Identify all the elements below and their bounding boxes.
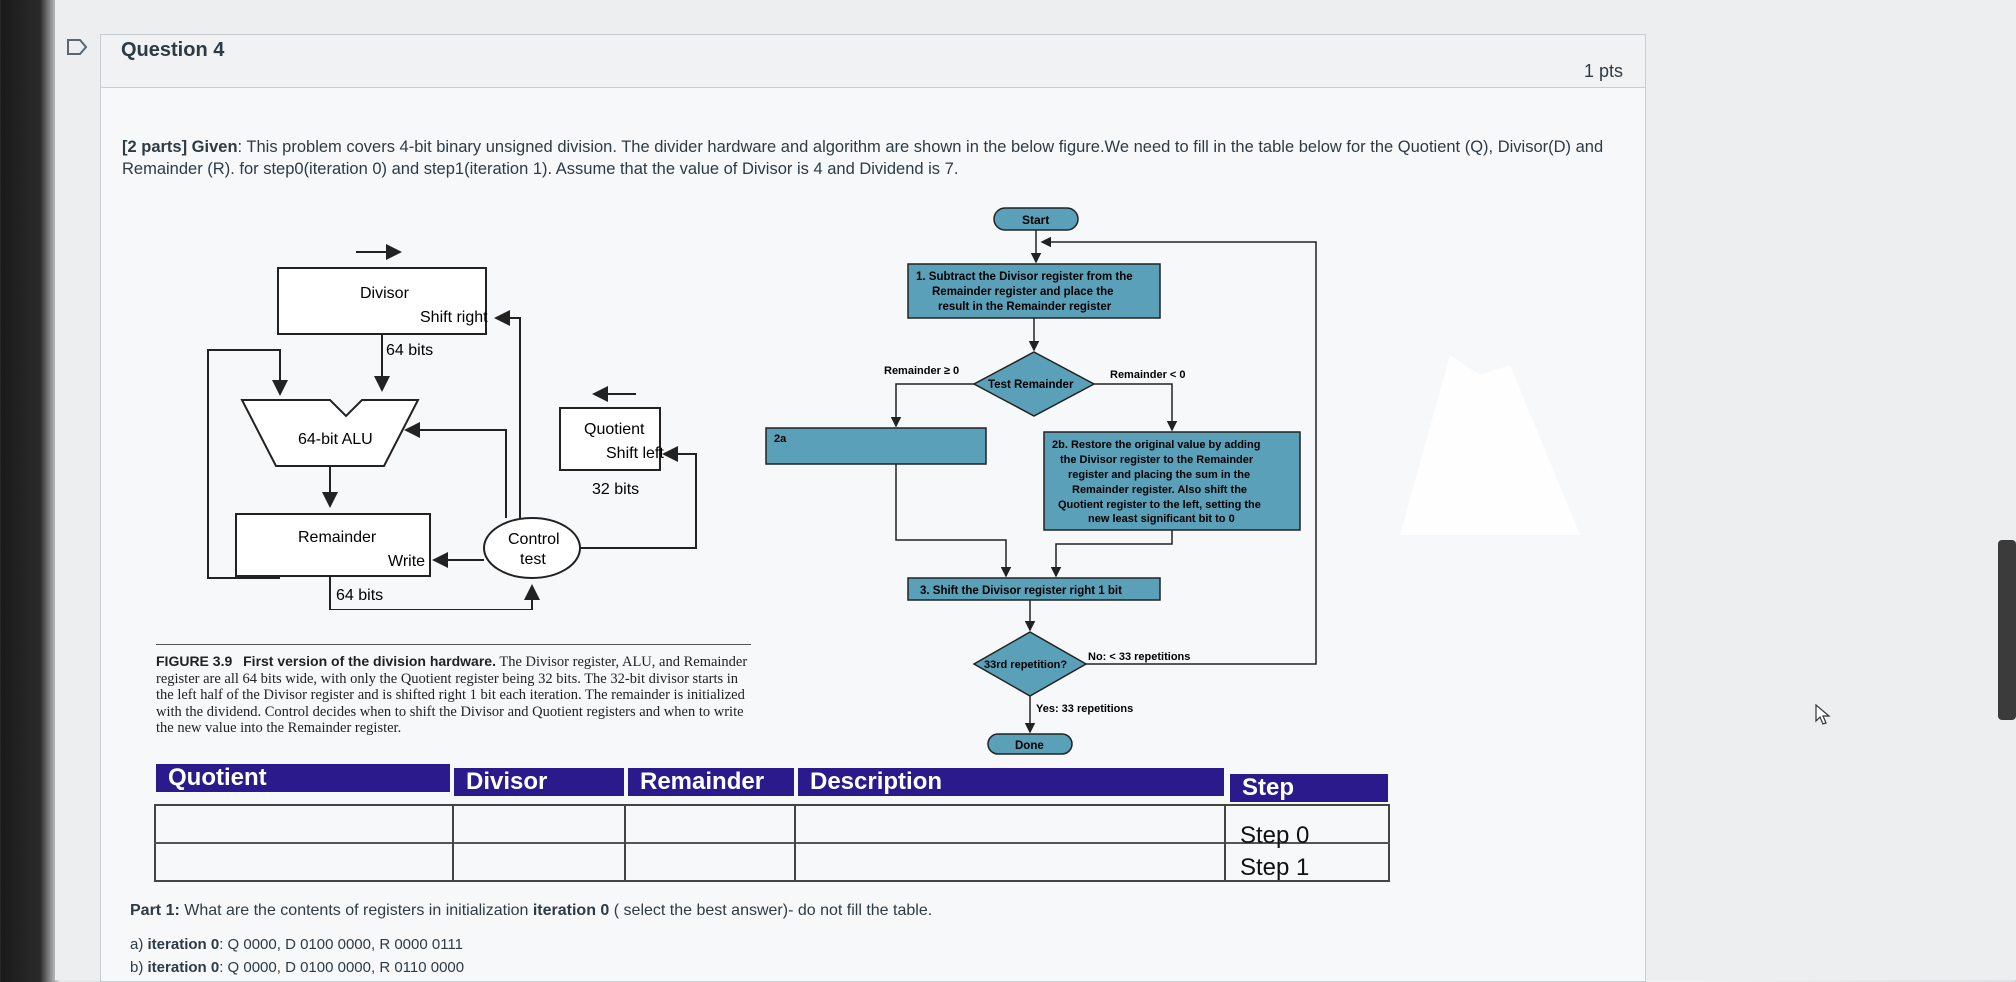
step3-label: 3. Shift the Divisor register right 1 bi…: [920, 585, 1122, 597]
part1-tail: ( select the best answer)- do not fill t…: [609, 902, 933, 919]
part1-question: Part 1: What are the contents of registe…: [130, 902, 932, 920]
table-header-divisor: Divisor: [454, 768, 624, 796]
step2a-label: 2a: [774, 433, 787, 445]
figure-caption-text: The Divisor register, ALU, and Remainder…: [156, 654, 748, 736]
answer-option-a[interactable]: a) iteration 0: Q 0000, D 0100 0000, R 0…: [130, 936, 463, 953]
figure-caption: FIGURE 3.9 First version of the division…: [156, 644, 751, 737]
part1-lead: Part 1:: [130, 902, 180, 919]
alu-label: 64-bit ALU: [298, 431, 373, 448]
yes-branch-label: Yes: 33 repetitions: [1036, 703, 1133, 715]
remainder-lt-label: Remainder < 0: [1110, 369, 1186, 381]
divisor-label: Divisor: [360, 285, 410, 302]
step2b-line6: new least significant bit to 0: [1088, 513, 1235, 525]
bookmark-flag-icon[interactable]: [66, 38, 88, 56]
control-label: Control: [508, 531, 560, 548]
done-terminal: [987, 733, 1073, 755]
no-branch-label: No: < 33 repetitions: [1088, 651, 1190, 663]
option-iteration: iteration 0: [147, 936, 220, 953]
screen-glare: [1400, 355, 1580, 535]
scrollbar-thumb[interactable]: [1998, 540, 2016, 720]
test-remainder-decision: [972, 351, 1096, 417]
step2a-box: [765, 427, 987, 465]
question-title: Question 4: [121, 39, 225, 61]
remainder-bits-label: 64 bits: [336, 587, 383, 604]
option-text: : Q 0000, D 0100 0000, R 0000 0111: [219, 936, 463, 953]
step1-box: [907, 263, 1161, 319]
divisor-bits-label: 64 bits: [386, 342, 433, 359]
division-algorithm-flowchart: Start 1. Subtract the Divisor register f…: [765, 207, 1317, 755]
table-header-quotient: Quotient: [156, 764, 450, 792]
table-header-description: Description: [798, 768, 1224, 796]
step2b-line2: the Divisor register to the Remainder: [1060, 454, 1254, 466]
step1-line2: Remainder register and place the: [932, 286, 1114, 298]
step2b-line1: 2b. Restore the original value by adding: [1052, 439, 1260, 451]
done-label: Done: [1015, 740, 1044, 752]
remainder-label: Remainder: [298, 529, 377, 546]
quotient-label: Quotient: [584, 421, 645, 438]
part1-text: What are the contents of registers in in…: [179, 902, 533, 919]
table-row-step-label: Step 1: [1240, 854, 1310, 881]
step2b-line3: register and placing the sum in the: [1068, 469, 1250, 481]
divisor-register: [277, 267, 487, 335]
prompt-body: : This problem covers 4-bit binary unsig…: [122, 138, 1604, 178]
prompt-lead: [2 parts] Given: [122, 138, 238, 156]
test-remainder-label: Test Remainder: [988, 379, 1074, 391]
option-text: : Q 0000, D 0100 0000, R 0110 0000: [219, 959, 465, 976]
shift-left-label: Shift left: [606, 445, 664, 462]
question-points: 1 pts: [1583, 61, 1623, 81]
step2b-line5: Quotient register to the left, setting t…: [1058, 499, 1261, 511]
remainder-register: [235, 513, 431, 577]
start-label: Start: [1022, 213, 1049, 227]
quotient-bits-label: 32 bits: [592, 481, 639, 498]
option-letter: a): [130, 936, 148, 953]
figure-number: FIGURE 3.9: [156, 653, 233, 669]
step1-line1: 1. Subtract the Divisor register from th…: [916, 271, 1133, 283]
repetition-label: 33rd repetition?: [984, 659, 1067, 671]
table-column-divider: [794, 804, 796, 882]
test-label: test: [520, 551, 546, 568]
option-letter: b): [130, 959, 148, 976]
step1-line3: result in the Remainder register: [938, 301, 1112, 313]
remainder-ge-label: Remainder ≥ 0: [884, 365, 959, 377]
quotient-register: [559, 407, 661, 471]
question-prompt: [2 parts] Given: This problem covers 4-b…: [122, 136, 1622, 180]
shift-right-label: Shift right: [420, 309, 488, 326]
step3-box: [907, 577, 1161, 601]
table-header-step: Step: [1230, 774, 1388, 802]
table-row-divider: [154, 842, 1390, 844]
figure-title: First version of the division hardware.: [243, 653, 496, 669]
table-row-step-label: Step 0: [1240, 822, 1310, 849]
option-iteration: iteration 0: [147, 959, 220, 976]
table-header-remainder: Remainder: [628, 768, 794, 796]
table-column-divider: [452, 804, 454, 882]
part1-iteration: iteration 0: [532, 902, 610, 919]
table-column-divider: [624, 804, 626, 882]
alu-unit: [240, 399, 420, 467]
division-hardware-diagram: Divisor Shift right 64 bits 64-bit ALU R…: [207, 244, 697, 610]
question-header: Question 4 1 pts: [101, 35, 1645, 88]
step2b-line4: Remainder register. Also shift the: [1072, 484, 1247, 496]
table-column-divider: [1224, 804, 1226, 882]
write-label: Write: [388, 553, 425, 570]
answer-option-b[interactable]: b) iteration 0: Q 0000, D 0100 0000, R 0…: [130, 959, 464, 976]
control-test-unit: [483, 517, 581, 579]
mouse-cursor-icon: [1815, 704, 1831, 725]
